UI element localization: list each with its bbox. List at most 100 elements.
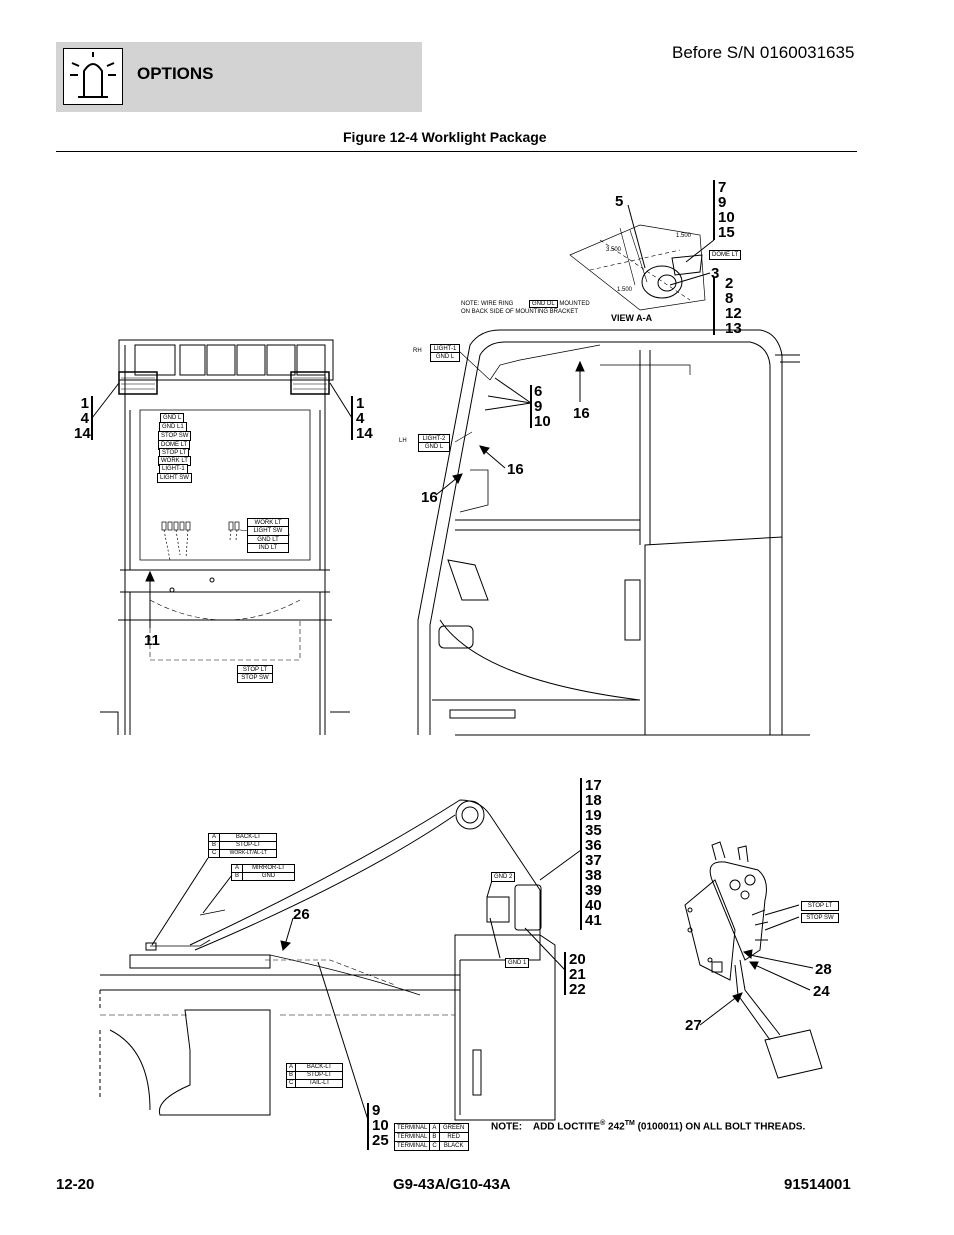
view-a-note-pre: NOTE: WIRE RING bbox=[461, 301, 514, 307]
callout-group: 7 9 10 15 bbox=[718, 180, 735, 240]
trademark: TM bbox=[624, 1120, 635, 1127]
wire-label: TAIL-LT bbox=[295, 1079, 344, 1088]
lower-chassis-view bbox=[99, 799, 556, 1121]
callout-group: 6 9 10 bbox=[534, 384, 551, 429]
callout: 5 bbox=[615, 193, 624, 210]
wire-tag: DOME LT bbox=[709, 250, 742, 260]
callout: 10 bbox=[534, 413, 551, 430]
callout: 9 bbox=[718, 194, 727, 211]
wire-tag: GND L bbox=[418, 442, 450, 452]
callout: 3 bbox=[711, 265, 720, 282]
wire-tag: IND LT bbox=[247, 543, 289, 553]
view-a-note-line2: ON BACK SIDE OF MOUNTING BRACKET bbox=[461, 309, 579, 315]
section-title: OPTIONS bbox=[137, 64, 214, 83]
pin-label: B bbox=[429, 1132, 440, 1142]
note-prefix: NOTE: bbox=[491, 1121, 523, 1133]
note-text: 242 bbox=[605, 1121, 625, 1133]
pin-label: A bbox=[207, 833, 221, 842]
side-label-rh: RH bbox=[413, 348, 422, 354]
worklight-icon bbox=[63, 48, 123, 105]
callout: 40 bbox=[585, 897, 602, 914]
wire-color: BLACK bbox=[438, 1141, 469, 1151]
view-a-dimension: 3.500 bbox=[606, 247, 622, 253]
wire-label: STOP-LT bbox=[219, 841, 278, 850]
wire-label: BACK-LT bbox=[219, 833, 278, 842]
callout-group: 1 4 bbox=[75, 396, 89, 426]
callout: 20 bbox=[569, 951, 586, 968]
callout-group: 17 18 19 35 36 37 38 39 40 41 bbox=[585, 778, 602, 928]
callout: 2 bbox=[725, 275, 734, 292]
title-rule bbox=[56, 151, 857, 152]
side-cab-view bbox=[417, 329, 810, 736]
front-cab-view bbox=[100, 339, 350, 735]
callout: 36 bbox=[585, 837, 602, 854]
wire-tag: LIGHT SW bbox=[157, 473, 192, 483]
callout: 16 bbox=[573, 405, 590, 422]
document-number: 91514001 bbox=[784, 1176, 851, 1193]
callout: 35 bbox=[585, 822, 602, 839]
callout: 6 bbox=[534, 383, 543, 400]
callout: 26 bbox=[293, 906, 310, 923]
pin-label: B bbox=[207, 841, 221, 850]
callout-group: 1 4 14 bbox=[356, 396, 373, 441]
callout: 37 bbox=[585, 852, 602, 869]
note-text: (0100011) ON ALL BOLT THREADS. bbox=[634, 1121, 806, 1133]
callout: 39 bbox=[585, 882, 602, 899]
callout: 4 bbox=[356, 410, 365, 427]
callout: 7 bbox=[718, 179, 727, 196]
wire-color: RED bbox=[438, 1132, 469, 1142]
wire-tag: GND 2 bbox=[491, 872, 516, 882]
callout: 16 bbox=[507, 461, 524, 478]
serial-note: Before S/N 0160031635 bbox=[672, 43, 855, 62]
callout: 28 bbox=[815, 961, 832, 978]
callout: 1 bbox=[356, 395, 365, 412]
wire-label: WORK-LT/AL-LT bbox=[219, 849, 278, 858]
callout: 1 bbox=[80, 395, 89, 412]
page-number: 12-20 bbox=[56, 1176, 95, 1193]
pedal-view bbox=[684, 841, 823, 1079]
figure-title: Figure 12-4 Worklight Package bbox=[343, 129, 547, 145]
terminal-label: TERMINAL bbox=[393, 1123, 431, 1133]
callout: 17 bbox=[585, 777, 602, 794]
view-a-note: NOTE: WIRE RING GND DL MOUNTED ON BACK S… bbox=[461, 300, 590, 316]
view-a-dimension: 1.500 bbox=[617, 287, 633, 293]
callout: 11 bbox=[144, 632, 160, 649]
callout: 10 bbox=[718, 209, 735, 226]
callout: 38 bbox=[585, 867, 602, 884]
view-a-label: VIEW A-A bbox=[611, 313, 653, 323]
view-a-note-post: MOUNTED bbox=[559, 301, 590, 307]
callout: 27 bbox=[685, 1017, 702, 1034]
model-number: G9-43A/G10-43A bbox=[393, 1176, 511, 1193]
callout: 19 bbox=[585, 807, 602, 824]
terminal-label: TERMINAL bbox=[393, 1132, 431, 1142]
callout-group: 2 8 12 13 bbox=[725, 276, 742, 336]
wire-tag: GND 1 bbox=[505, 958, 530, 968]
wire-tag: STOP LT bbox=[801, 901, 839, 911]
pin-label: A bbox=[285, 1063, 297, 1072]
callout: 24 bbox=[813, 983, 830, 1000]
wire-tag: STOP SW bbox=[237, 673, 273, 683]
callout: 9 bbox=[372, 1102, 381, 1119]
wire-label: GND bbox=[242, 872, 296, 881]
wire-tag: GND DL bbox=[529, 300, 558, 308]
pin-label: B bbox=[285, 1071, 297, 1080]
wire-label: STOP-LT bbox=[295, 1071, 344, 1080]
wire-tag: GND L bbox=[430, 352, 460, 362]
callout: 9 bbox=[534, 398, 543, 415]
view-a-dimension: 1.500 bbox=[676, 233, 692, 239]
wire-tag: STOP SW bbox=[801, 913, 839, 923]
pin-label: C bbox=[429, 1141, 440, 1151]
callout: 4 bbox=[80, 410, 89, 427]
callout: 22 bbox=[569, 981, 586, 998]
callout: 25 bbox=[372, 1132, 389, 1149]
callout: 13 bbox=[725, 320, 742, 337]
loctite-note: NOTE: ADD LOCTITE® 242TM (0100011) ON AL… bbox=[491, 1120, 805, 1132]
terminal-label: TERMINAL bbox=[393, 1141, 431, 1151]
wire-label: MIRROR-LT bbox=[242, 864, 296, 873]
callout: 15 bbox=[718, 224, 735, 241]
callout: 14 bbox=[356, 425, 373, 442]
